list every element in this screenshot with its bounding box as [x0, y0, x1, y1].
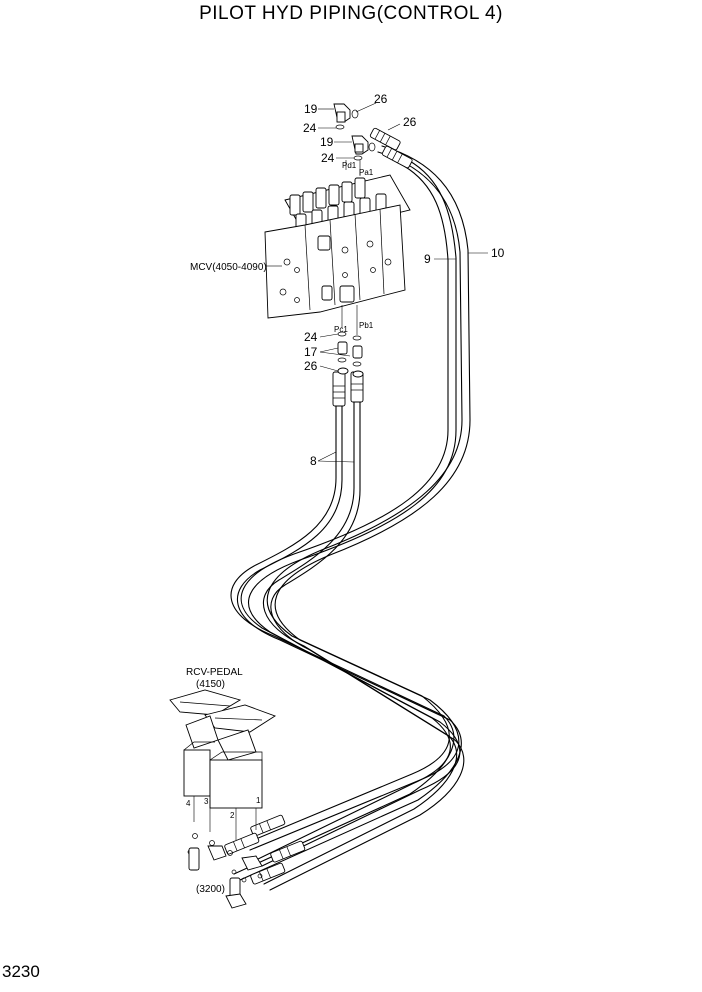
rcv-port-2: 2 — [230, 811, 235, 820]
rcv-port-3: 3 — [204, 797, 209, 806]
elbow-fitting-19-upper — [333, 103, 351, 123]
hose-9 — [240, 159, 461, 867]
callout-8: 8 — [310, 454, 317, 468]
port-pc1: Pc1 — [334, 325, 348, 334]
main-control-valve — [264, 174, 411, 319]
rcv-port-4: 4 — [186, 799, 191, 808]
top-fittings — [333, 103, 376, 176]
page-title: PILOT HYD PIPING(CONTROL 4) — [199, 3, 503, 24]
callout-24-mid: 24 — [321, 151, 335, 165]
callout-17: 17 — [304, 345, 318, 359]
fitting-ref-label: (3200) — [196, 884, 225, 895]
hose-8 — [230, 394, 465, 891]
port-pd1: Pd1 — [342, 161, 357, 170]
callout-19-lower: 19 — [320, 135, 334, 149]
callout-10: 10 — [491, 246, 505, 260]
callout-26-lower: 26 — [304, 359, 318, 373]
callout-26-upper: 26 — [374, 92, 388, 106]
elbow-fitting-19-lower — [351, 135, 369, 155]
rcv-pedal-ref: (4150) — [196, 679, 225, 690]
port-pb1: Pb1 — [359, 321, 374, 330]
page-number: 3230 — [2, 962, 40, 981]
leader-lines — [266, 102, 488, 463]
rcv-pedal-label: RCV-PEDAL — [186, 667, 243, 678]
callout-9: 9 — [424, 252, 431, 266]
callout-24-upper: 24 — [303, 121, 317, 135]
mcv-label: MCV(4050-4090) — [190, 262, 267, 273]
callout-19-upper: 19 — [304, 102, 318, 116]
port-pa1: Pa1 — [359, 168, 374, 177]
rcv-fittings — [187, 833, 263, 909]
rcv-port-1: 1 — [256, 796, 261, 805]
lower-fittings — [337, 305, 364, 378]
rcv-pedal — [169, 689, 277, 840]
callout-26-hose: 26 — [403, 115, 417, 129]
callout-24-lower: 24 — [304, 330, 318, 344]
